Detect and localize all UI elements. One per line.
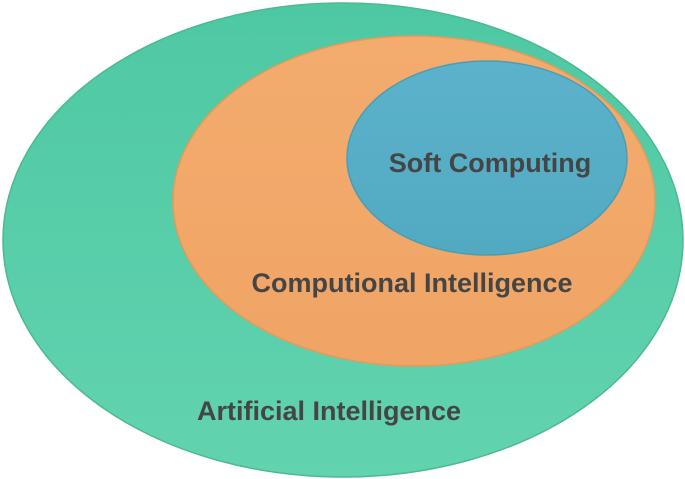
artificial-intelligence-label: Artificial Intelligence [197, 396, 461, 426]
soft-computing-region [346, 60, 628, 256]
soft-computing-label: Soft Computing [389, 148, 591, 178]
computational-intelligence-label: Computional Intelligence [251, 268, 572, 298]
